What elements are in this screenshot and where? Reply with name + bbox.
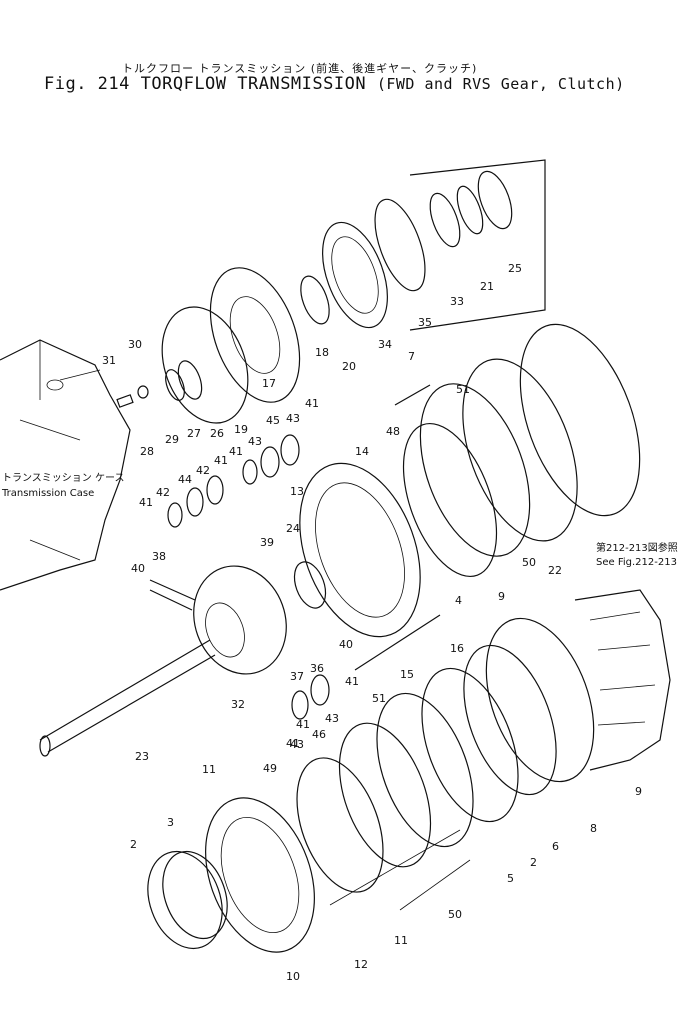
callout-46: 46 <box>312 728 326 741</box>
japanese-title: トルクフロー トランスミッション (前進、後進ギヤー、クラッチ) <box>122 62 478 75</box>
callout-17: 17 <box>262 377 276 390</box>
text-annotations: トランスミッション ケース Transmission Case 第212-213… <box>1 472 678 568</box>
callout-22: 22 <box>548 564 562 577</box>
callout-32: 32 <box>231 698 245 711</box>
callout-10: 10 <box>286 970 300 983</box>
callout-41-mid: 41 <box>229 445 243 458</box>
callout-44: 44 <box>178 473 192 486</box>
callout-3: 3 <box>167 816 174 829</box>
callout-43-low: 43 <box>325 712 339 725</box>
callout-20: 20 <box>342 360 356 373</box>
callout-41-upper: 41 <box>214 454 228 467</box>
reference-jp: 第212-213図参照 <box>596 541 678 554</box>
callout-51-top: 51 <box>456 383 470 396</box>
callout-18: 18 <box>315 346 329 359</box>
callout-33: 33 <box>450 295 464 308</box>
callout-labels: 25 21 33 35 34 20 18 17 19 26 27 29 28 3… <box>102 262 642 983</box>
callout-50-bottom: 50 <box>448 908 462 921</box>
callout-37: 37 <box>290 670 304 683</box>
callout-38: 38 <box>152 550 166 563</box>
callout-13: 13 <box>290 485 304 498</box>
callout-27: 27 <box>187 427 201 440</box>
callout-31: 31 <box>102 354 116 367</box>
callout-42-top: 42 <box>196 464 210 477</box>
callout-8: 8 <box>590 822 597 835</box>
callout-35: 35 <box>418 316 432 329</box>
callout-11-bottom: 11 <box>394 934 408 947</box>
clutch-drum-right <box>574 589 671 771</box>
callout-30: 30 <box>128 338 142 351</box>
reference-en: See Fig.212-213 <box>596 557 677 568</box>
callout-16: 16 <box>450 642 464 655</box>
callout-6: 6 <box>552 840 559 853</box>
callout-15: 15 <box>400 668 414 681</box>
callout-43-bottom: 43 <box>290 738 304 751</box>
callout-9-right: 9 <box>635 785 642 798</box>
callout-34: 34 <box>378 338 392 351</box>
callout-36: 36 <box>310 662 324 675</box>
callout-24: 24 <box>286 522 300 535</box>
callout-25: 25 <box>508 262 522 275</box>
callout-11-top: 11 <box>202 763 216 776</box>
upper-ring-stack <box>116 159 546 424</box>
callout-14: 14 <box>355 445 369 458</box>
callout-7: 7 <box>408 350 415 363</box>
callout-23: 23 <box>135 750 149 763</box>
callout-49: 49 <box>263 762 277 775</box>
callout-41-low: 41 <box>345 675 359 688</box>
figure-name: TORQFLOW TRANSMISSION <box>140 74 367 94</box>
callout-29: 29 <box>165 433 179 446</box>
case-label-en: Transmission Case <box>1 488 94 499</box>
callout-39: 39 <box>260 536 274 549</box>
callout-43-mid: 43 <box>248 435 262 448</box>
callout-40-left: 40 <box>131 562 145 575</box>
callout-41-lower: 41 <box>296 718 310 731</box>
callout-2-left: 2 <box>130 838 137 851</box>
callout-9-top: 9 <box>498 590 505 603</box>
callout-40-mid: 40 <box>339 638 353 651</box>
middle-hub-assembly <box>39 323 641 757</box>
callout-28: 28 <box>140 445 154 458</box>
case-label-jp: トランスミッション ケース <box>2 472 124 484</box>
callout-21: 21 <box>480 280 494 293</box>
figure-number: Fig. 214 <box>44 74 130 94</box>
callout-41-top: 41 <box>305 397 319 410</box>
figure-subtitle: (FWD and RVS Gear, Clutch) <box>376 75 625 93</box>
callout-41-bottom: 41 <box>286 737 300 750</box>
callout-42-left: 42 <box>156 486 170 499</box>
lower-assembly <box>147 617 595 953</box>
callout-26: 26 <box>210 427 224 440</box>
callout-50-top: 50 <box>522 556 536 569</box>
callout-45-top: 45 <box>266 414 280 427</box>
callout-2-right: 2 <box>530 856 537 869</box>
callout-43-top: 43 <box>286 412 300 425</box>
callout-12: 12 <box>354 958 368 971</box>
transmission-case <box>0 339 131 591</box>
callout-41-left: 41 <box>139 496 153 509</box>
callout-51-low: 51 <box>372 692 386 705</box>
callout-4: 4 <box>455 594 462 607</box>
callout-19: 19 <box>234 423 248 436</box>
callout-5: 5 <box>507 872 514 885</box>
figure-title: Fig. 214 TORQFLOW TRANSMISSION (FWD and … <box>44 74 625 94</box>
callout-48: 48 <box>386 425 400 438</box>
